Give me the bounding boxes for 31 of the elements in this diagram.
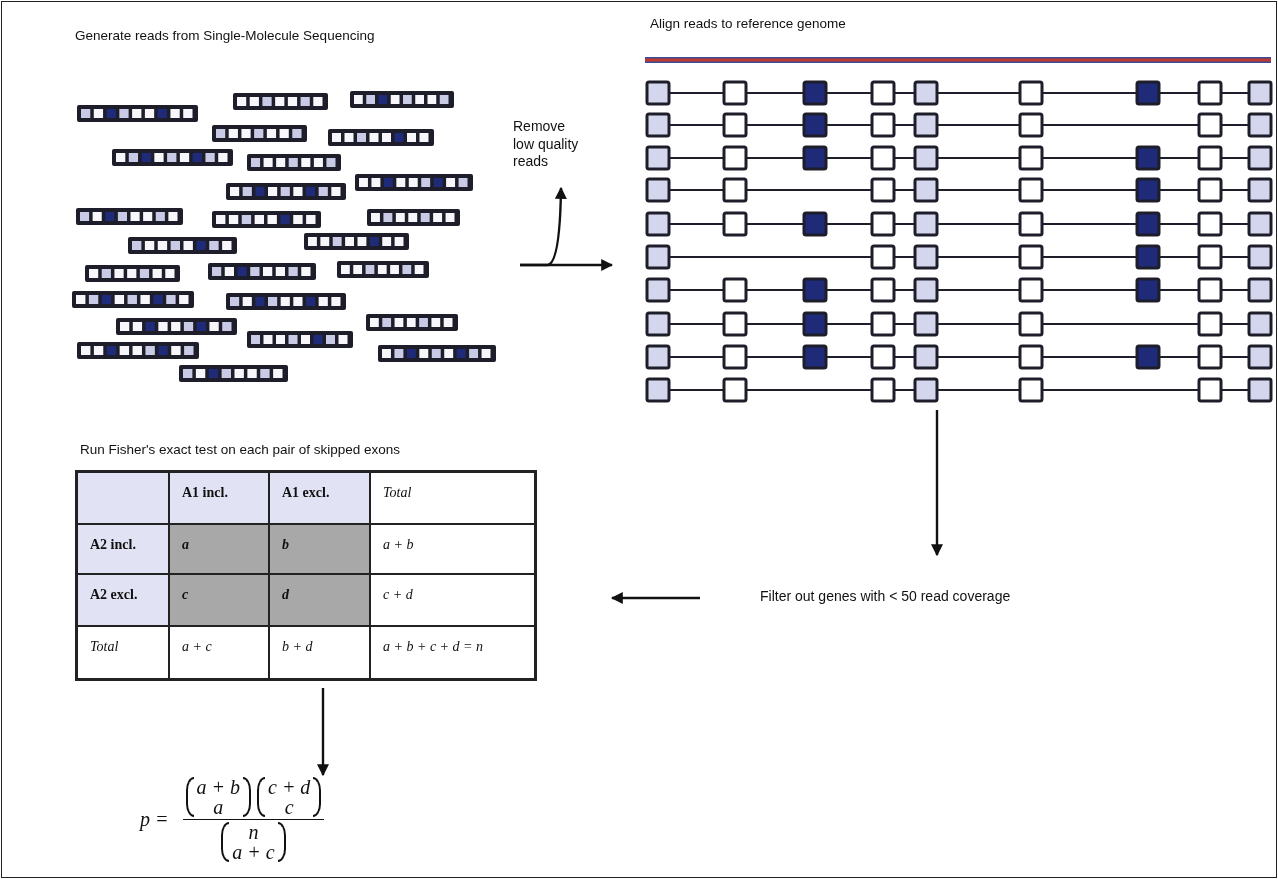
- table-cell: A2 excl.: [77, 574, 169, 626]
- table-cell: a + b + c + d = n: [370, 626, 535, 679]
- table-cell: A2 incl.: [77, 524, 169, 574]
- table-cell: a + b: [370, 524, 535, 574]
- table-cell: c + d: [370, 574, 535, 626]
- table-cell: d: [269, 574, 370, 626]
- table-cell: b + d: [269, 626, 370, 679]
- table-cell: A1 incl.: [169, 472, 269, 524]
- table-cell: a + c: [169, 626, 269, 679]
- step-label: Filter out genes with < 50 read coverage: [760, 588, 1011, 606]
- formula-term: c: [284, 797, 294, 817]
- formula-term: n: [248, 822, 259, 842]
- step-heading: Align reads to reference genome: [650, 16, 846, 31]
- arrow: [931, 410, 943, 557]
- table-cell: Total: [77, 626, 169, 679]
- formula-term: a + b: [196, 777, 240, 797]
- formula-term: a + c: [232, 842, 275, 862]
- table-cell: Total: [370, 472, 535, 524]
- table-cell: b: [269, 524, 370, 574]
- formula-term: a: [213, 797, 224, 817]
- step-heading: Generate reads from Single-Molecule Sequencing: [75, 28, 375, 43]
- arrow: [520, 186, 567, 267]
- table-cell: A1 excl.: [269, 472, 370, 524]
- formula-term: c + d: [268, 777, 311, 797]
- table-cell: c: [169, 574, 269, 626]
- step-heading: Run Fisher's exact test on each pair of skipped exons: [80, 442, 400, 457]
- step-label: Remove low quality reads: [512, 118, 580, 171]
- arrow: [610, 592, 700, 604]
- arrow: [317, 688, 329, 777]
- formula-term: p =: [140, 808, 169, 831]
- table-cell: a: [169, 524, 269, 574]
